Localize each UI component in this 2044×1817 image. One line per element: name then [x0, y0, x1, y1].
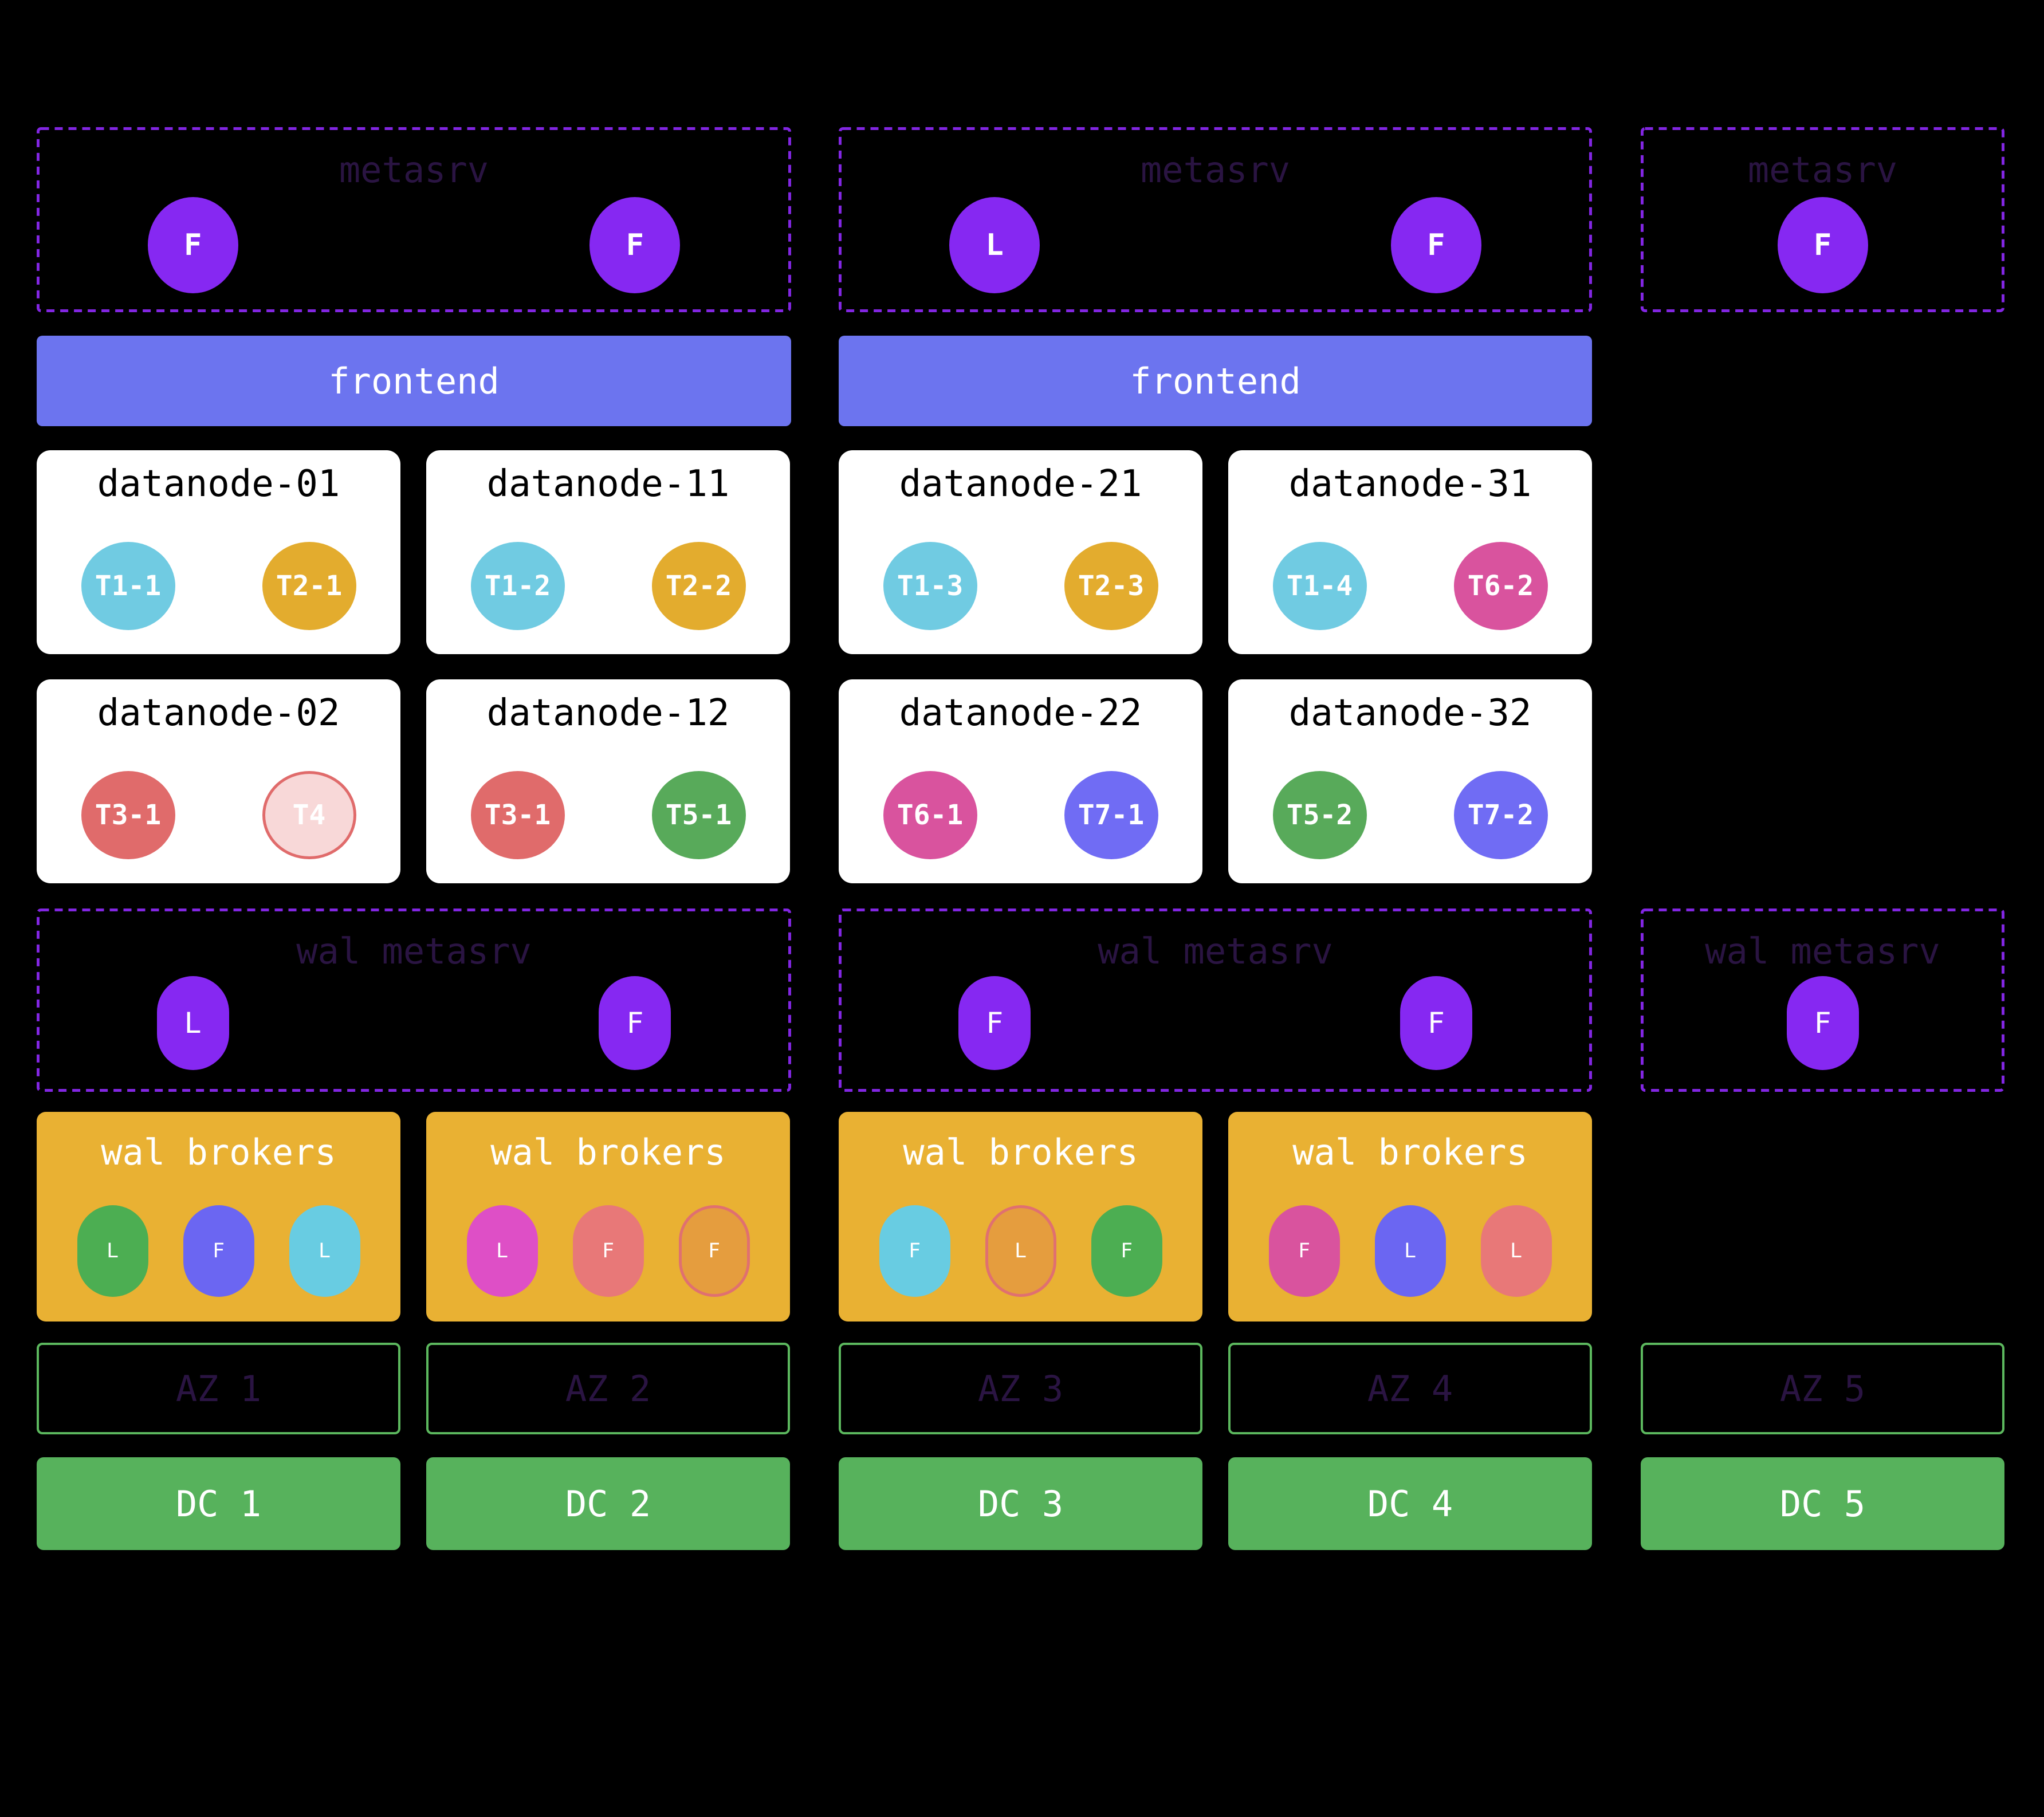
datanode-title: datanode-02	[97, 692, 340, 734]
dashed-border	[37, 908, 791, 1092]
shard-node: T2-3	[1064, 542, 1158, 630]
metasrv-node: F	[1390, 197, 1481, 293]
shard-node: T1-4	[1272, 542, 1367, 630]
az-zone: AZ 2	[426, 1343, 790, 1434]
broker-node: L	[466, 1205, 538, 1297]
shard-node: T1-1	[81, 542, 175, 630]
broker-node: F	[1268, 1205, 1340, 1297]
az-zone: AZ 3	[839, 1343, 1202, 1434]
frontend-bar: frontend	[37, 336, 791, 426]
shard-node: T6-2	[1453, 542, 1548, 630]
wal-metasrv-node: F	[1400, 976, 1472, 1070]
broker-node: F	[572, 1205, 644, 1297]
wal-metasrv-group: wal metasrv	[37, 908, 791, 1092]
metasrv-title: metasrv	[1747, 149, 1898, 191]
broker-node: F	[678, 1205, 750, 1297]
shard-node: T5-2	[1272, 771, 1367, 859]
az-zone: AZ 5	[1641, 1343, 2004, 1434]
metasrv-node: L	[949, 197, 1040, 293]
wal-metasrv-node: F	[599, 976, 671, 1070]
wal-metasrv-group: wal metasrv	[1641, 908, 2004, 1092]
datanode-title: datanode-31	[1288, 463, 1532, 505]
shard-node: T7-1	[1064, 771, 1158, 859]
datacenter: DC 3	[839, 1457, 1202, 1550]
metasrv-node: F	[147, 197, 238, 293]
datacenter: DC 5	[1641, 1457, 2004, 1550]
datanode-title: datanode-32	[1288, 692, 1532, 734]
broker-node: L	[77, 1205, 148, 1297]
datacenter: DC 2	[426, 1457, 790, 1550]
datanode-title: datanode-12	[486, 692, 730, 734]
metasrv-node: F	[589, 197, 681, 293]
shard-node: T2-2	[651, 542, 746, 630]
wal-metasrv-node: F	[958, 976, 1031, 1070]
datanode-title: datanode-01	[97, 463, 340, 505]
wal-metasrv-title: wal metasrv	[1705, 930, 1940, 972]
dashed-border	[1641, 908, 2004, 1092]
datanode-title: datanode-21	[899, 463, 1142, 505]
broker-node: L	[1480, 1205, 1552, 1297]
shard-node: T7-2	[1453, 771, 1548, 859]
shard-node: T5-1	[651, 771, 746, 859]
wal-metasrv-node: L	[156, 976, 229, 1070]
datanode-title: datanode-22	[899, 692, 1142, 734]
broker-node: L	[289, 1205, 360, 1297]
wal-metasrv-node: F	[1786, 976, 1859, 1070]
az-zone: AZ 1	[37, 1343, 400, 1434]
shard-node: T4	[262, 771, 356, 859]
wal-metasrv-title: wal metasrv	[296, 930, 532, 972]
shard-node: T1-2	[470, 542, 565, 630]
shard-node: T3-1	[81, 771, 175, 859]
shard-node: T3-1	[470, 771, 565, 859]
wal-brokers-title: wal brokers	[490, 1131, 726, 1173]
dashed-border	[1641, 127, 2004, 312]
shard-node: T2-1	[262, 542, 356, 630]
metasrv-group: metasrv	[37, 127, 791, 312]
datacenter: DC 1	[37, 1457, 400, 1550]
dashed-border	[37, 127, 791, 312]
wal-brokers-title: wal brokers	[1292, 1131, 1528, 1173]
metasrv-title: metasrv	[339, 149, 489, 191]
metasrv-node: F	[1777, 197, 1868, 293]
wal-brokers-title: wal brokers	[101, 1131, 336, 1173]
dashed-border	[839, 908, 1592, 1092]
wal-brokers-title: wal brokers	[903, 1131, 1138, 1173]
az-zone: AZ 4	[1228, 1343, 1592, 1434]
wal-metasrv-title: wal metasrv	[1098, 930, 1333, 972]
dashed-border	[839, 127, 1592, 312]
metasrv-group: metasrv	[839, 127, 1592, 312]
metasrv-title: metasrv	[1140, 149, 1291, 191]
shard-node: T6-1	[883, 771, 977, 859]
frontend-bar: frontend	[839, 336, 1592, 426]
broker-node: F	[183, 1205, 254, 1297]
wal-metasrv-group: wal metasrv	[839, 908, 1592, 1092]
broker-node: L	[985, 1205, 1056, 1297]
metasrv-group: metasrv	[1641, 127, 2004, 312]
broker-node: L	[1374, 1205, 1446, 1297]
datanode-title: datanode-11	[486, 463, 730, 505]
datacenter: DC 4	[1228, 1457, 1592, 1550]
broker-node: F	[879, 1205, 950, 1297]
shard-node: T1-3	[883, 542, 977, 630]
broker-node: F	[1091, 1205, 1162, 1297]
